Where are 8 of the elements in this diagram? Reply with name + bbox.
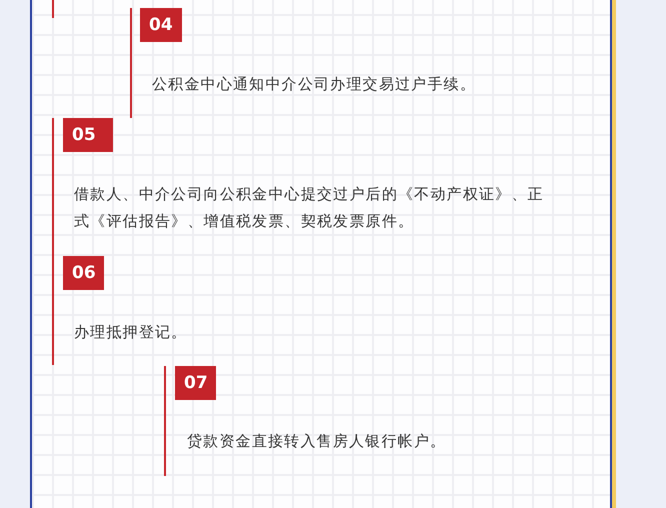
step-number: 07 [175, 366, 216, 400]
step-description: 公积金中心通知中介公司办理交易过户手续。 [152, 75, 477, 95]
step-number: 05 [63, 118, 113, 152]
step-description: 贷款资金直接转入售房人银行帐户。 [187, 432, 448, 452]
step-description: 办理抵押登记。 [74, 323, 188, 343]
step-description: 借款人、中介公司向公积金中心提交过户后的《不动产权证》、正式《评估报告》、增值税发票、契税发票原件。 [74, 185, 545, 232]
step-number: 04 [140, 8, 182, 42]
step-number: 06 [63, 256, 104, 290]
